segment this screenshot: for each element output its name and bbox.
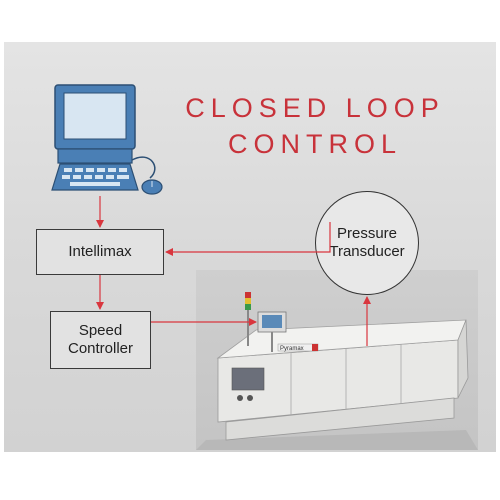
speed-controller-label-2: Controller (67, 340, 134, 357)
speed-controller-box: Speed Controller (50, 311, 151, 369)
speed-controller-label-1: Speed (78, 322, 123, 339)
intellimax-box: Intellimax (36, 229, 164, 275)
title-line-2: CONTROL (227, 129, 402, 159)
machine-logo-text: Pyramax (280, 346, 304, 352)
pressure-transducer-label-2: Transducer (329, 243, 405, 260)
pressure-transducer-label-1: Pressure (336, 225, 398, 242)
reflow-oven-image: Pyramax (196, 292, 478, 450)
diagram-title: CLOSED LOOP CONTROL (170, 90, 460, 162)
pressure-transducer-circle: Pressure Transducer (315, 191, 419, 295)
title-line-1: CLOSED LOOP (185, 93, 445, 123)
intellimax-label: Intellimax (68, 243, 132, 260)
reflow-oven-photo: Pyramax (196, 270, 478, 450)
